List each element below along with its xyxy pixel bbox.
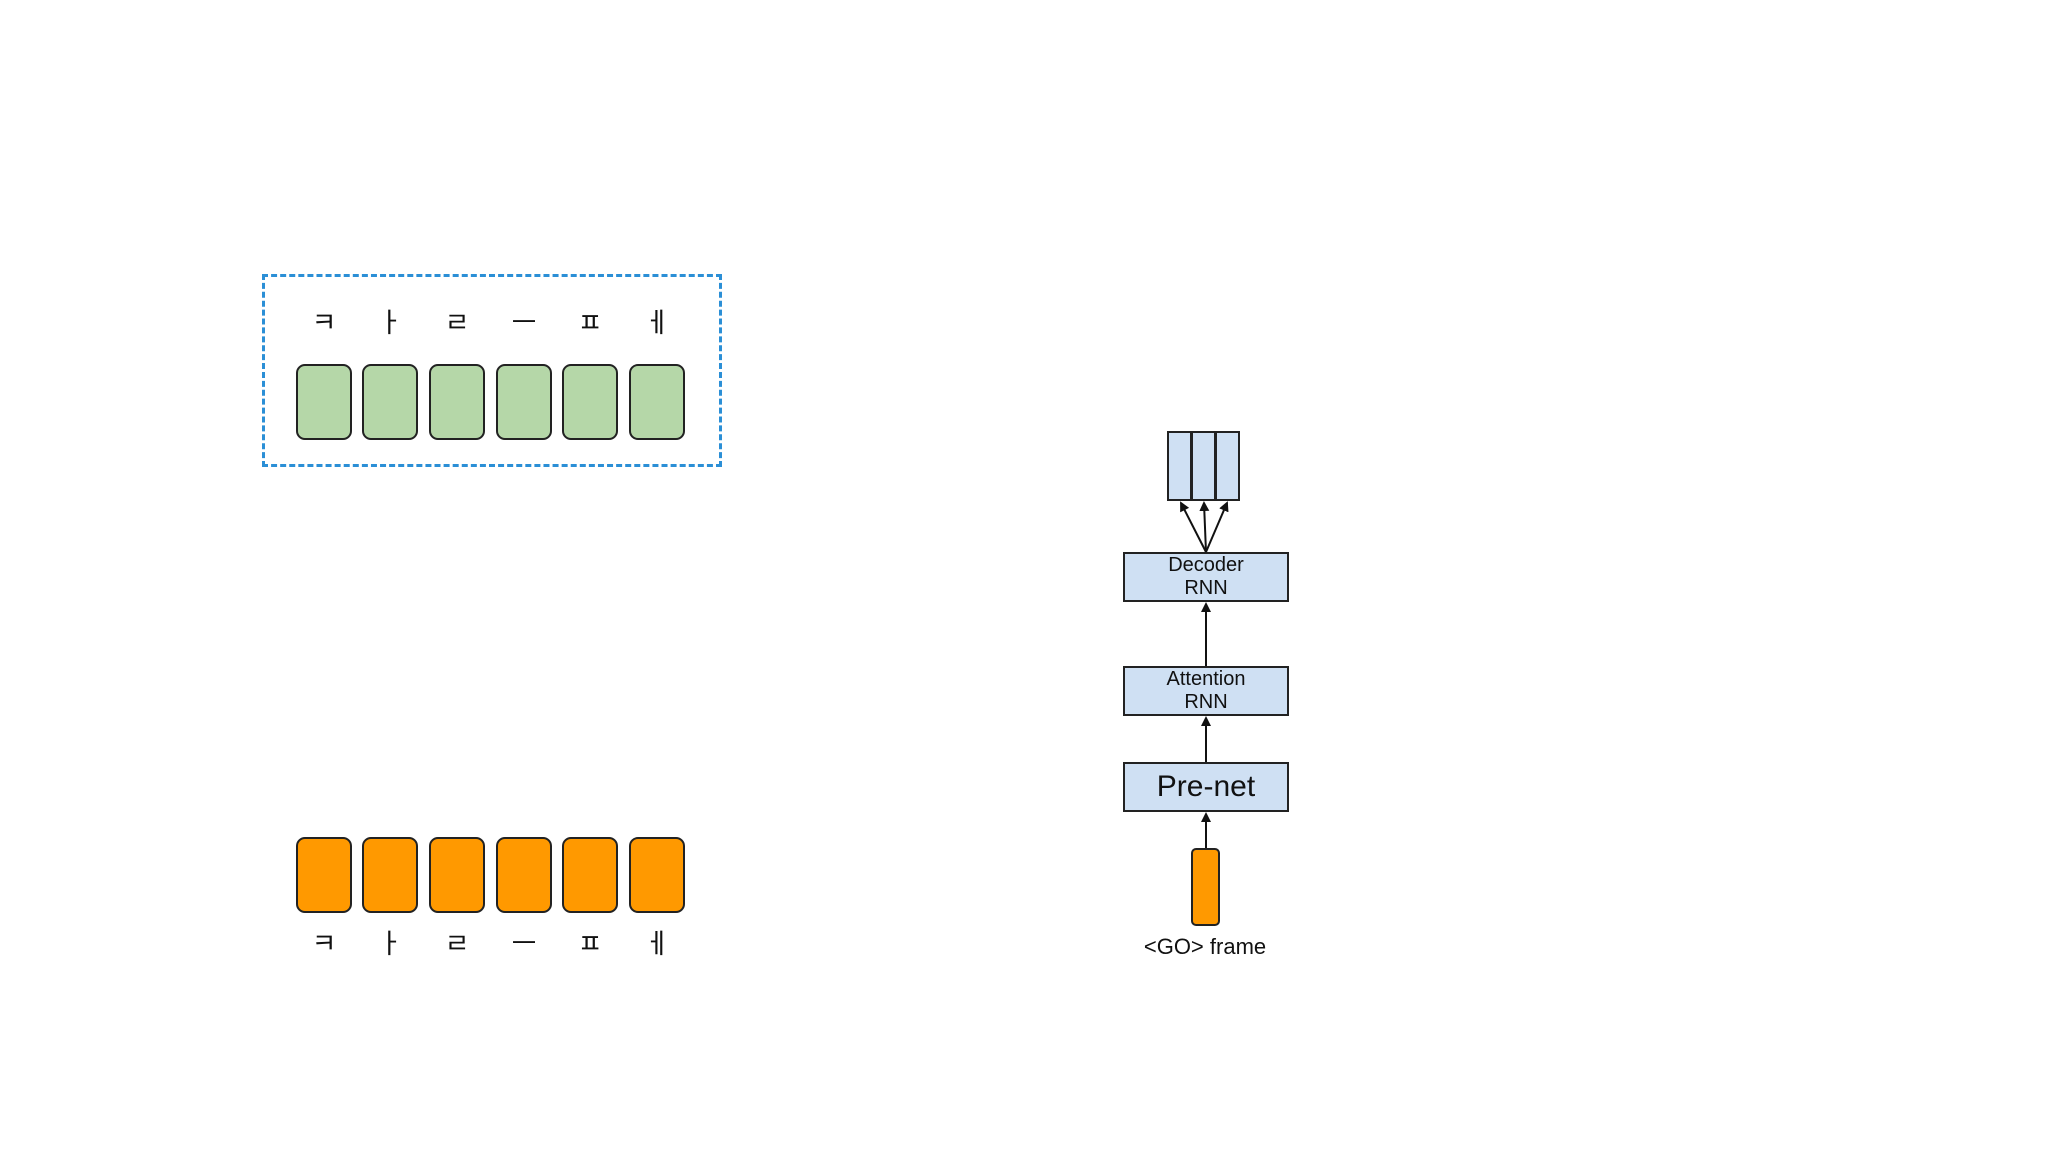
arrow-decoder-to-frame-right xyxy=(1205,501,1229,553)
encoder-cell xyxy=(296,364,352,440)
encoder-jamo-label: ㅋ xyxy=(311,308,337,339)
input-cell xyxy=(562,837,618,913)
arrow-decoder-to-frame-middle xyxy=(1199,501,1210,553)
encoder-jamo-label: ㅏ xyxy=(377,308,403,339)
output-frame xyxy=(1167,431,1192,501)
encoder-cell xyxy=(496,364,552,440)
prenet-block: Pre-net xyxy=(1123,762,1289,812)
input-cell xyxy=(296,837,352,913)
input-jamo-label: ㅔ xyxy=(644,929,670,960)
input-jamo-label: ㄹ xyxy=(444,929,470,960)
input-cell xyxy=(629,837,685,913)
attention-rnn-block: Attention RNN xyxy=(1123,666,1289,716)
encoder-cell xyxy=(629,364,685,440)
output-frames xyxy=(1167,431,1240,501)
input-jamo-label: ㅡ xyxy=(511,929,537,960)
attention-rnn-line1: Attention xyxy=(1166,668,1246,690)
encoder-jamo-label: ㅔ xyxy=(644,308,670,339)
input-cell xyxy=(362,837,418,913)
go-frame-label: <GO> frame xyxy=(1143,934,1267,959)
decoder-rnn-line2: RNN xyxy=(1184,577,1228,599)
attention-rnn-line2: RNN xyxy=(1184,691,1228,713)
input-cell xyxy=(429,837,485,913)
encoder-cell xyxy=(429,364,485,440)
encoder-jamo-label: ㄹ xyxy=(444,308,470,339)
encoder-jamo-label: ㅍ xyxy=(577,308,603,339)
input-cell xyxy=(496,837,552,913)
decoder-rnn-line1: Decoder xyxy=(1168,554,1244,576)
prenet-label: Pre-net xyxy=(1156,769,1256,803)
encoder-dashed-box xyxy=(262,274,722,467)
output-frame xyxy=(1215,431,1240,501)
input-jamo-label: ㅏ xyxy=(377,929,403,960)
encoder-cell xyxy=(362,364,418,440)
encoder-cell xyxy=(562,364,618,440)
go-frame-cell xyxy=(1191,848,1220,926)
input-jamo-label: ㅋ xyxy=(311,929,337,960)
decoder-rnn-block: Decoder RNN xyxy=(1123,552,1289,602)
arrow-decoder-to-frame-left xyxy=(1180,501,1207,553)
output-frame xyxy=(1191,431,1216,501)
encoder-jamo-label: ㅡ xyxy=(511,308,537,339)
input-jamo-label: ㅍ xyxy=(577,929,603,960)
